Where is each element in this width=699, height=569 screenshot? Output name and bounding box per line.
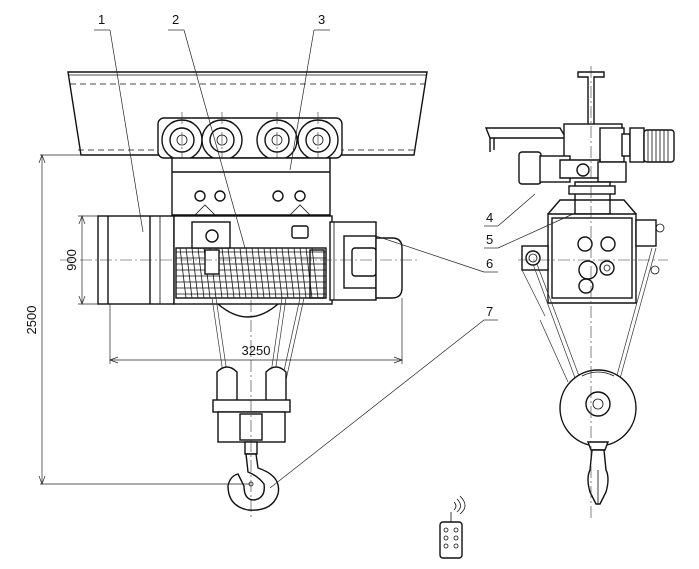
dimension-overall-height: 2500 [24,306,39,335]
trolley-frame [171,157,331,216]
dimension-length: 3250 [242,343,271,358]
callout-1: 1 [98,12,105,27]
callout-2: 2 [172,12,179,27]
side-ropes [521,247,657,387]
hook-block [212,366,291,511]
remote-control-icon [439,495,466,559]
callouts: 1 2 3 4 5 6 7 [94,12,574,489]
callout-6: 6 [486,256,493,271]
hoist-motor [329,221,403,301]
callout-4: 4 [486,210,493,225]
front-view [60,71,428,520]
dimensions: 2500 900 3250 [24,154,403,485]
rope-drum-grooves [176,247,326,299]
side-view [484,66,675,520]
trolley-side [484,123,675,215]
callout-5: 5 [486,232,493,247]
hoist-body-side [521,199,665,304]
hook-block-side [559,369,637,505]
rail-beam [67,71,428,156]
callout-3: 3 [318,12,325,27]
dimension-drum-height: 900 [64,249,79,271]
callout-7: 7 [486,304,493,319]
trolley-wheels [157,112,343,170]
